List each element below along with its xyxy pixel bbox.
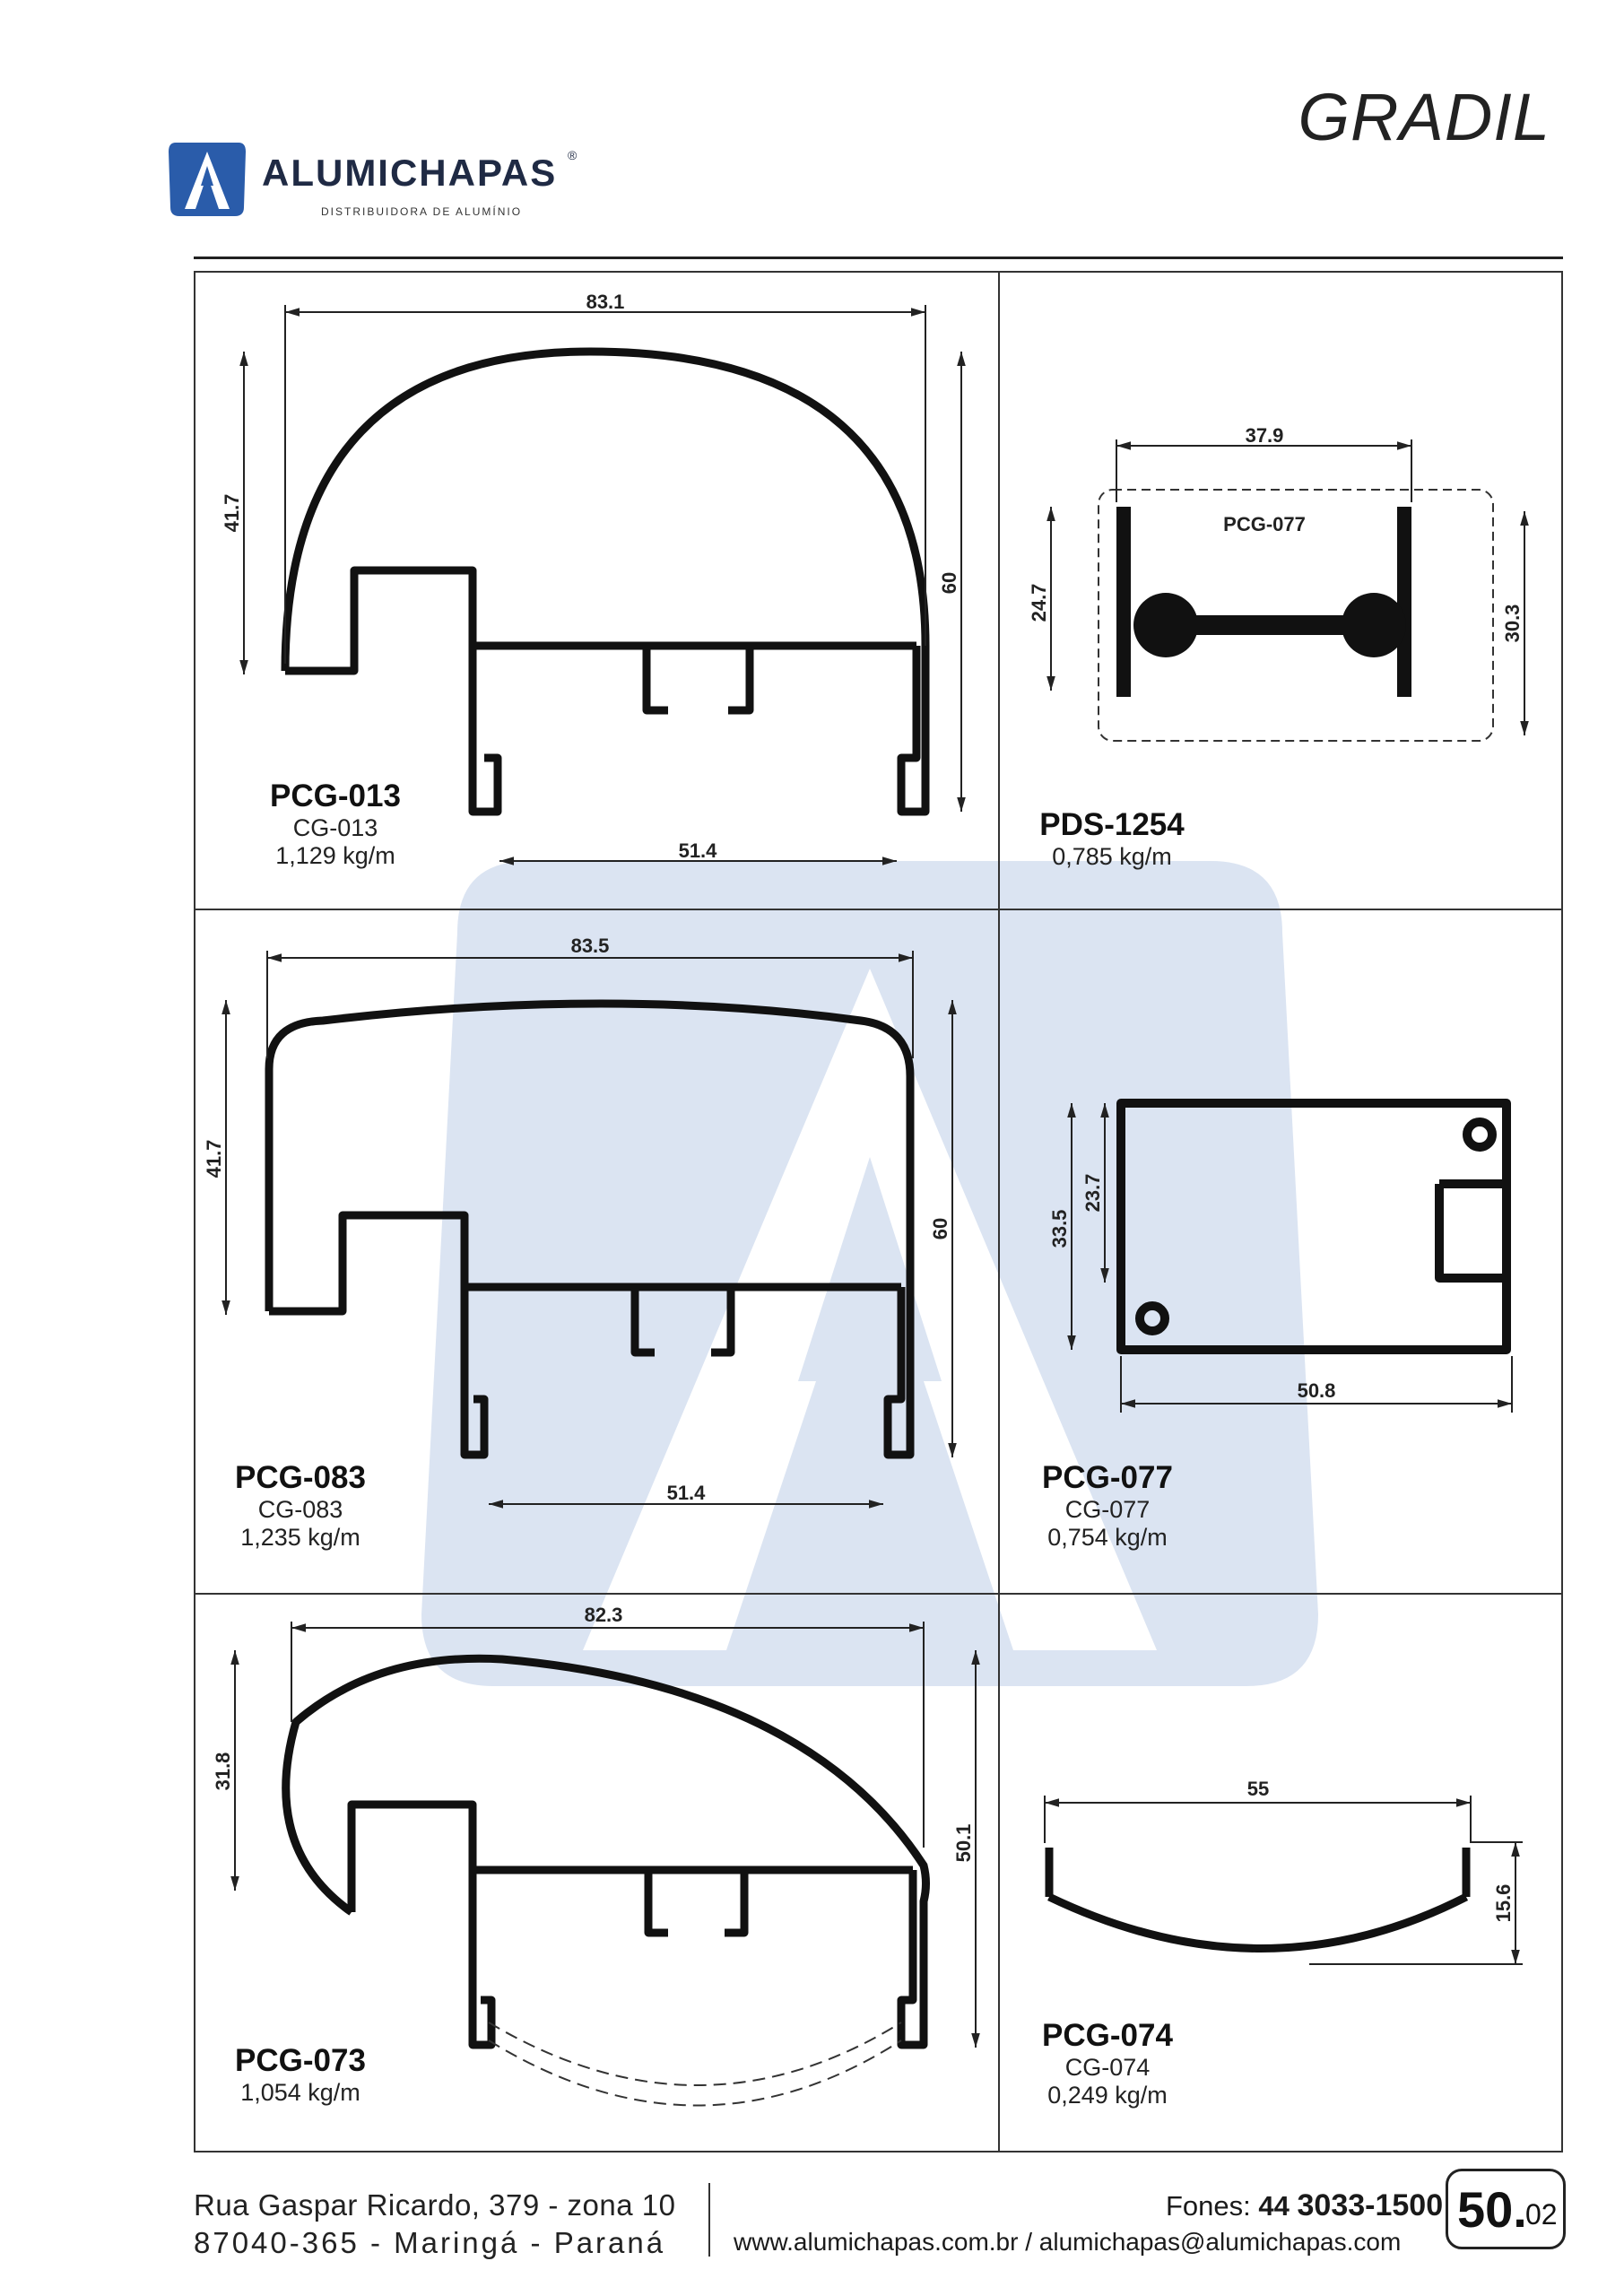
profile-code: PCG-074 bbox=[1042, 2018, 1173, 2053]
pcg-073-label: PCG-073 1,054 kg/m bbox=[229, 2043, 372, 2107]
footer-divider bbox=[708, 2183, 710, 2257]
pds-1254-dim-width: 37.9 bbox=[1246, 424, 1284, 447]
pcg-013-dim-left-height: 41.7 bbox=[221, 494, 243, 533]
pcg-073-dim-left-height: 31.8 bbox=[212, 1752, 234, 1791]
profile-weight: 0,785 kg/m bbox=[1052, 843, 1172, 870]
phone-number: 3033-1500 bbox=[1297, 2188, 1444, 2222]
pcg-083-dim-width: 83.5 bbox=[571, 935, 610, 957]
page-number-badge: 50. 02 bbox=[1446, 2169, 1566, 2249]
brand-logo: ALUMICHAPAS ® DISTRIBUIDORA DE ALUMÍNIO bbox=[167, 139, 588, 229]
profile-ref: CG-083 bbox=[257, 1496, 343, 1523]
profile-ref: CG-013 bbox=[292, 814, 378, 841]
pcg-077-drawing bbox=[1116, 1099, 1511, 1354]
profile-code: PCG-073 bbox=[235, 2043, 366, 2078]
pcg-077-dim-width: 50.8 bbox=[1298, 1379, 1336, 1402]
footer-address-line1: Rua Gaspar Ricardo, 379 - zona 10 bbox=[194, 2188, 676, 2222]
pds-1254-dimensions bbox=[1046, 439, 1529, 735]
pcg-077-label: PCG-077 CG-077 0,754 kg/m bbox=[1036, 1460, 1179, 1552]
header-rule bbox=[194, 257, 1563, 259]
profile-weight: 1,054 kg/m bbox=[240, 2079, 360, 2106]
pcg-083-dim-left-height: 41.7 bbox=[203, 1140, 225, 1178]
pcg-013-dim-height: 60 bbox=[938, 572, 960, 594]
page-title: GRADIL bbox=[1298, 80, 1550, 154]
pds-1254-label: PDS-1254 0,785 kg/m bbox=[1031, 807, 1193, 871]
pds-1254-dim-right-height: 30.3 bbox=[1501, 604, 1524, 643]
logo-icon bbox=[169, 143, 246, 216]
brand-name: ALUMICHAPAS bbox=[262, 152, 558, 194]
pcg-077-dim-inner-height: 23.7 bbox=[1081, 1174, 1104, 1213]
pcg-013-dim-width: 83.1 bbox=[586, 291, 625, 313]
pcg-013-dimensions bbox=[239, 305, 966, 865]
watermark-logo-icon bbox=[421, 861, 1318, 1686]
pcg-013-drawing bbox=[281, 347, 930, 816]
pcg-073-dimensions bbox=[230, 1622, 980, 2048]
pds-1254-inner-label: PCG-077 bbox=[1223, 513, 1306, 535]
pcg-083-dimensions bbox=[221, 951, 957, 1509]
pcg-083-dim-height: 60 bbox=[929, 1218, 951, 1239]
pcg-073-infill-dashed bbox=[488, 2039, 902, 2107]
profile-code: PCG-077 bbox=[1042, 1460, 1173, 1495]
pcg-077-dim-height: 33.5 bbox=[1048, 1210, 1071, 1248]
profile-grid bbox=[194, 271, 1563, 2152]
pcg-077-dimensions bbox=[1067, 1103, 1513, 1413]
pcg-074-dim-width: 55 bbox=[1247, 1778, 1269, 1800]
profile-weight: 0,754 kg/m bbox=[1047, 1524, 1168, 1551]
brand-tagline: DISTRIBUIDORA DE ALUMÍNIO bbox=[321, 205, 523, 218]
pcg-013-label: PCG-013 CG-013 1,129 kg/m bbox=[264, 778, 407, 870]
profile-weight: 1,129 kg/m bbox=[275, 842, 395, 869]
profile-code: PDS-1254 bbox=[1039, 807, 1185, 842]
pcg-013-dim-inner-width: 51.4 bbox=[679, 839, 718, 862]
phone-label: Fones: bbox=[1166, 2190, 1251, 2222]
footer-web-link[interactable]: www.alumichapas.com.br / alumichapas@alu… bbox=[734, 2228, 1402, 2256]
pcg-073-drawing bbox=[282, 1654, 930, 2049]
pcg-074-dim-height: 15.6 bbox=[1492, 1884, 1515, 1923]
profile-code: PCG-083 bbox=[235, 1460, 366, 1495]
pcg-074-drawing bbox=[1045, 1848, 1471, 1952]
footer-address-line2: 87040-365 - Maringá - Paraná bbox=[194, 2226, 666, 2259]
pcg-073-dim-width: 82.3 bbox=[585, 1604, 623, 1626]
brand-registered-mark: ® bbox=[568, 148, 578, 162]
page-subnumber: 02 bbox=[1525, 2198, 1558, 2231]
page-number: 50. bbox=[1457, 2181, 1527, 2238]
pcg-073-dim-height: 50.1 bbox=[952, 1824, 975, 1863]
pcg-083-dim-inner-width: 51.4 bbox=[667, 1482, 707, 1504]
footer-phone: Fones: 44 3033-1500 bbox=[1166, 2188, 1443, 2223]
phone-area: 44 bbox=[1258, 2190, 1290, 2222]
profile-ref: CG-074 bbox=[1064, 2054, 1151, 2081]
profile-code: PCG-013 bbox=[270, 778, 401, 813]
profile-ref: CG-077 bbox=[1064, 1496, 1151, 1523]
pcg-083-label: PCG-083 CG-083 1,235 kg/m bbox=[229, 1460, 372, 1552]
pcg-074-dimensions bbox=[1044, 1796, 1523, 1965]
pds-1254-dim-left-height: 24.7 bbox=[1028, 584, 1050, 622]
pcg-083-drawing bbox=[265, 999, 915, 1459]
profile-weight: 0,249 kg/m bbox=[1047, 2082, 1168, 2109]
pcg-074-label: PCG-074 CG-074 0,249 kg/m bbox=[1036, 2018, 1179, 2109]
pcg-073-infill-dashed-2 bbox=[488, 2022, 902, 2086]
pds-1254-drawing bbox=[1098, 489, 1494, 742]
profile-weight: 1,235 kg/m bbox=[240, 1524, 360, 1551]
